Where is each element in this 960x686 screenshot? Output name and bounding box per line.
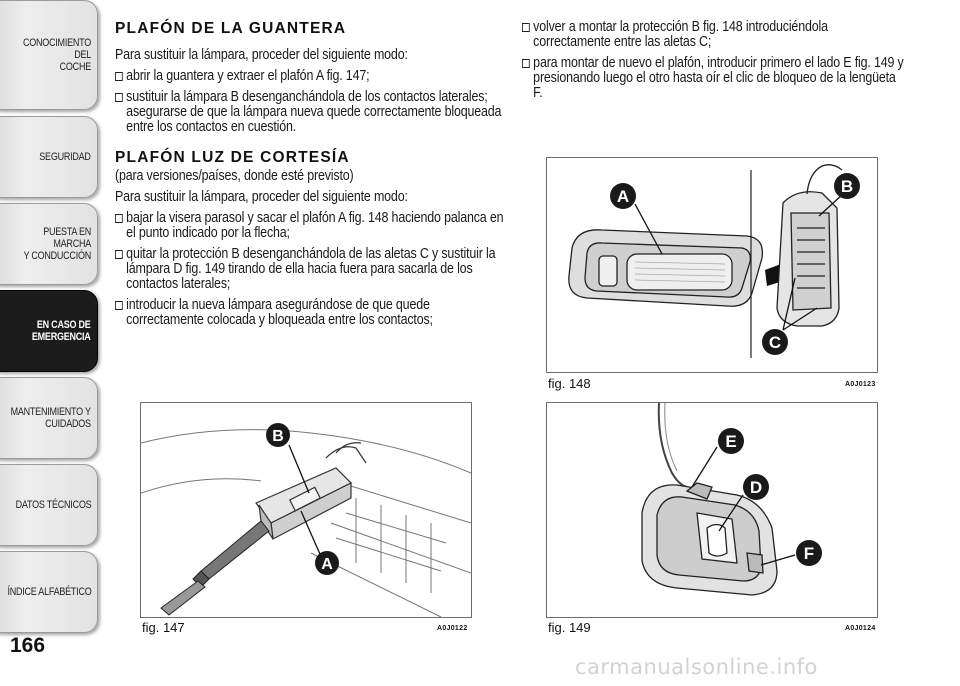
- list-item: para montar de nuevo el plafón, introduc…: [522, 56, 904, 101]
- chapter-tabs: CONOCIMIENTO DEL COCHE SEGURIDAD PUESTA …: [0, 0, 100, 640]
- tab-conocimiento-del-coche[interactable]: CONOCIMIENTO DEL COCHE: [0, 0, 98, 110]
- tab-datos-tecnicos[interactable]: DATOS TÉCNICOS: [0, 464, 98, 546]
- courtesy-lamp-detail-illustration: E D F: [641, 403, 822, 596]
- svg-text:F: F: [804, 544, 814, 563]
- page-number: 166: [10, 634, 46, 657]
- right-column: volver a montar la protección B fig. 148…: [522, 20, 904, 107]
- svg-text:A: A: [321, 556, 333, 573]
- callout-label-c: C: [762, 329, 788, 355]
- courtesy-light-illustration: A B C: [568, 164, 860, 358]
- callout-label-a: A: [610, 183, 636, 209]
- callout-label-d: D: [743, 474, 769, 500]
- callout-label-a: A: [315, 551, 339, 575]
- list-item: abrir la guantera y extraer el plafón A …: [115, 69, 505, 84]
- figure-148-code: A0J0123: [845, 381, 876, 388]
- list-item: quitar la protección B desenganchándola …: [115, 247, 505, 292]
- figure-149-caption: fig. 149: [548, 620, 591, 635]
- svg-text:B: B: [841, 177, 853, 196]
- svg-text:B: B: [272, 428, 284, 445]
- callout-label-b: B: [266, 423, 290, 447]
- watermark: carmanualsonline.info: [575, 655, 818, 679]
- tab-seguridad[interactable]: SEGURIDAD: [0, 116, 98, 198]
- figure-147-caption: fig. 147: [142, 620, 185, 635]
- figure-149: E D F: [546, 402, 878, 618]
- list-item: volver a montar la protección B fig. 148…: [522, 20, 904, 50]
- glovebox-lamp-illustration: B A: [141, 423, 471, 617]
- callout-label-b: B: [834, 173, 860, 199]
- svg-text:C: C: [769, 333, 781, 352]
- tab-en-caso-de-emergencia[interactable]: EN CASO DE EMERGENCIA: [0, 290, 98, 372]
- checkbox-bullet-icon: [115, 250, 123, 259]
- checkbox-bullet-icon: [522, 59, 530, 68]
- svg-text:D: D: [750, 478, 762, 497]
- left-column: PLAFÓN DE LA GUANTERA Para sustituir la …: [115, 20, 504, 334]
- tab-puesta-en-marcha[interactable]: PUESTA EN MARCHA Y CONDUCCIÓN: [0, 203, 98, 285]
- figure-148-caption: fig. 148: [548, 376, 591, 391]
- intro-text: Para sustituir la lámpara, proceder del …: [115, 189, 408, 205]
- svg-text:A: A: [617, 187, 629, 206]
- checkbox-bullet-icon: [522, 23, 530, 32]
- checkbox-bullet-icon: [115, 214, 123, 223]
- list-item: bajar la visera parasol y sacar el plafó…: [115, 211, 505, 241]
- figure-148: A B C: [546, 157, 878, 373]
- figure-147: B A: [140, 402, 472, 618]
- list-item: sustituir la lámpara B desenganchándola …: [115, 90, 505, 135]
- section-heading-glovebox: PLAFÓN DE LA GUANTERA: [115, 20, 347, 37]
- tab-mantenimiento[interactable]: MANTENIMIENTO Y CUIDADOS: [0, 377, 98, 459]
- tab-indice-alfabetico[interactable]: ÍNDICE ALFABÉTICO: [0, 551, 98, 633]
- checkbox-bullet-icon: [115, 93, 123, 102]
- intro-text: Para sustituir la lámpara, proceder del …: [115, 47, 408, 63]
- checkbox-bullet-icon: [115, 72, 123, 81]
- svg-text:E: E: [725, 432, 736, 451]
- subtitle-text: (para versiones/países, donde esté previ…: [115, 168, 354, 184]
- list-item: introducir la nueva lámpara asegurándose…: [115, 298, 505, 328]
- checkbox-bullet-icon: [115, 301, 123, 310]
- callout-label-f: F: [796, 540, 822, 566]
- section-heading-courtesy-light: PLAFÓN LUZ DE CORTESÍA: [115, 149, 350, 166]
- figure-149-code: A0J0124: [845, 625, 876, 632]
- callout-label-e: E: [718, 428, 744, 454]
- figure-147-code: A0J0122: [437, 625, 468, 632]
